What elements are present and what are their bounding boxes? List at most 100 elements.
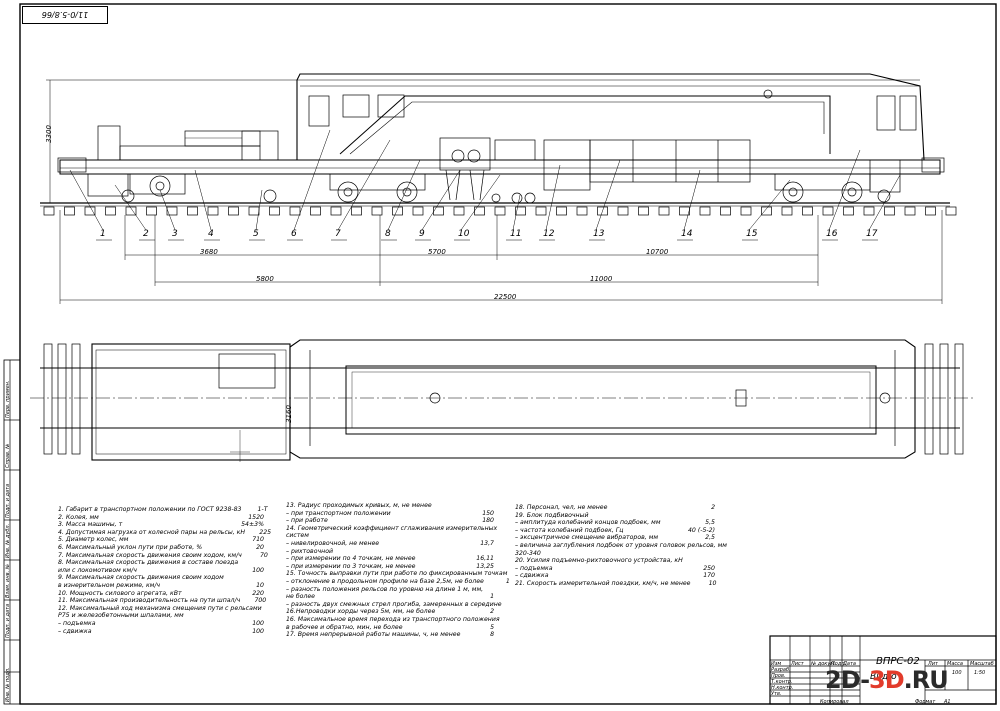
sleeper (679, 206, 690, 216)
leader-line (460, 174, 501, 231)
callout-8: 8 (385, 229, 391, 239)
sleeper (412, 206, 424, 216)
spec-value: 5 (490, 623, 494, 631)
watermark-part2: 3D (869, 666, 905, 694)
sleeper (761, 206, 772, 216)
side-view (40, 73, 957, 304)
leader-line (748, 179, 791, 231)
leader-line (387, 159, 421, 231)
sleeper (84, 206, 96, 216)
spec-text: 14. Геометрический коэффициент сглаживан… (286, 524, 498, 532)
spec-text: Р75 и железобетонными шпалами, мм (58, 612, 184, 620)
callout-3: 3 (172, 229, 178, 239)
sleeper (248, 206, 260, 216)
side-label: Взам. инв. № (5, 564, 11, 598)
tb-row-label: Утв. (771, 691, 782, 697)
spec-row: 16.Непроводки хорды через 5м, мм, не бол… (286, 608, 494, 616)
tb-row-label: Пров. (771, 673, 786, 679)
spec-value: 220 (252, 589, 264, 597)
spec-text: – эксцентричное смещение вибраторов, мм (515, 534, 659, 542)
tb-row-label: Н.контр. (771, 685, 794, 691)
sleeper (371, 206, 383, 216)
sleeper (146, 206, 157, 216)
spec-value: 5,5 (705, 519, 715, 527)
sleeper (351, 206, 362, 216)
spec-value: 20 (256, 543, 264, 551)
drawing-subtitle: Вид о (870, 672, 897, 682)
spec-row: 21. Скорость измерительной поездки, км/ч… (515, 579, 717, 588)
spec-value (500, 616, 526, 624)
spec-value (483, 586, 509, 594)
spec-value (238, 612, 264, 620)
tb-lit-label: Лит (928, 661, 938, 667)
tb-mass-value: 100 (952, 670, 962, 676)
sleeper (556, 206, 567, 216)
leader-line (595, 159, 621, 231)
spec-text: 15. Точность выправки пути при работе по… (286, 570, 508, 578)
sleeper (925, 206, 936, 216)
spec-value (689, 550, 715, 558)
sleeper (269, 206, 280, 216)
spec-row: Р75 и железобетонными шпалами, мм (58, 612, 264, 620)
dim-d4: 5800 (256, 275, 274, 283)
callout-14: 14 (681, 229, 693, 239)
spec-row: 5. Диаметр колес, мм 710 (58, 536, 264, 544)
leader-line (545, 164, 561, 231)
spec-value: 2 (711, 504, 715, 511)
leader-line (293, 129, 331, 231)
spec-value: 40 (-5-2) (687, 526, 715, 534)
spec-value: 225 (259, 528, 272, 536)
spec-value (238, 574, 264, 582)
spec-value (262, 605, 288, 613)
spec-value: 10 (708, 579, 717, 587)
spec-value: 180 (482, 517, 494, 525)
callout-11: 11 (510, 229, 522, 239)
leader-line (683, 169, 701, 231)
sleeper (433, 206, 444, 216)
spec-text: 12. Максимальный ход механизма смещения … (58, 604, 262, 612)
spec-value (468, 532, 494, 540)
spec-text: – подъемка (58, 619, 96, 627)
spec-row: 13. Радиус проходимых кривых, м, не мене… (286, 502, 494, 510)
spec-text: – при работе (286, 517, 328, 525)
spec-value: 1 (490, 593, 494, 601)
spec-value (727, 542, 753, 550)
spec-text: или с локомотивом км/ч (58, 566, 137, 574)
spec-value: 54±3% (241, 521, 264, 529)
spec-text: – разность двух смежных стрел прогиба, з… (286, 600, 502, 608)
spec-text: 7. Максимальная скорость движения своим … (58, 551, 242, 559)
spec-value (238, 559, 264, 567)
sleeper (494, 206, 506, 216)
spec-value: 1 (505, 577, 510, 585)
leader-line (114, 184, 147, 231)
sleeper (720, 206, 731, 216)
sleeper (474, 206, 485, 216)
spec-text: 5. Диаметр колес, мм (58, 536, 129, 544)
sleeper (105, 206, 116, 216)
spec-row: 11. Максимальная производительность на п… (58, 597, 266, 605)
sleeper (207, 206, 219, 216)
sleeper (187, 206, 198, 216)
spec-text: – нивелировочной, не менее (286, 539, 380, 547)
spec-row: 9. Максимальная скорость движения своим … (58, 574, 264, 582)
sleeper (843, 206, 854, 216)
tb-format: Формат (915, 699, 936, 705)
spec-text: – разность положения рельсов по уровню н… (286, 585, 484, 593)
spec-row: 20. Усилия подъемно-рихтовочного устройс… (515, 557, 715, 565)
callout-15: 15 (746, 229, 758, 239)
spec-text: – при измерении по 4 точкам, не менее (286, 555, 416, 563)
spec-value (689, 512, 715, 520)
spec-text: – сдвижка (515, 572, 549, 580)
spec-row: 6. Максимальный уклон пути при работе, %… (58, 544, 264, 552)
spec-value: 710 (252, 536, 264, 544)
spec-value: 16,11 (476, 555, 494, 563)
spec-text: 17. Время непрерывной работы машины, ч, … (286, 631, 461, 639)
spec-text: 11. Максимальная производительность на п… (58, 597, 241, 605)
